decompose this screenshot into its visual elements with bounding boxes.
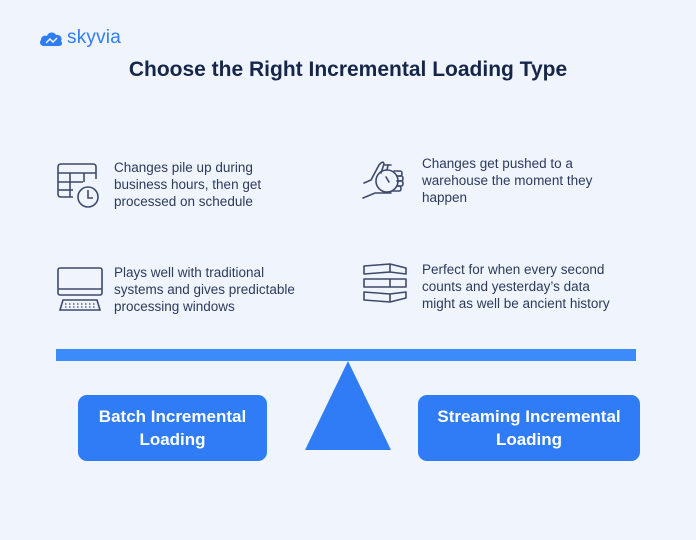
brand-logo: skyvia (38, 27, 121, 49)
feature-text: Changes get pushed to a warehouse the mo… (422, 156, 593, 205)
page-title: Choose the Right Incremental Loading Typ… (128, 58, 568, 81)
feature-text: Changes pile up during business hours, t… (114, 160, 262, 209)
desktop-computer-icon (57, 267, 103, 311)
feature-streaming-realtime: Perfect for when every second counts and… (361, 261, 610, 312)
streaming-incremental-loading-button[interactable]: Streaming Incremental Loading (418, 395, 640, 461)
feature-batch-traditional: Plays well with traditional systems and … (53, 264, 295, 315)
cloud-logo-icon (40, 32, 63, 46)
fulcrum-triangle (305, 361, 391, 450)
brand-name: skyvia (67, 27, 121, 48)
balance-beam (56, 349, 636, 361)
feature-text: Plays well with traditional systems and … (114, 265, 295, 314)
hand-stopwatch-icon (362, 161, 404, 199)
stacked-layers-icon (363, 263, 407, 303)
table-clock-icon (57, 163, 99, 208)
feature-batch-schedule: Changes pile up during business hours, t… (53, 159, 261, 210)
feature-streaming-push: Changes get pushed to a warehouse the mo… (361, 155, 592, 206)
batch-incremental-loading-button[interactable]: Batch Incremental Loading (78, 395, 267, 461)
feature-text: Perfect for when every second counts and… (422, 262, 610, 311)
